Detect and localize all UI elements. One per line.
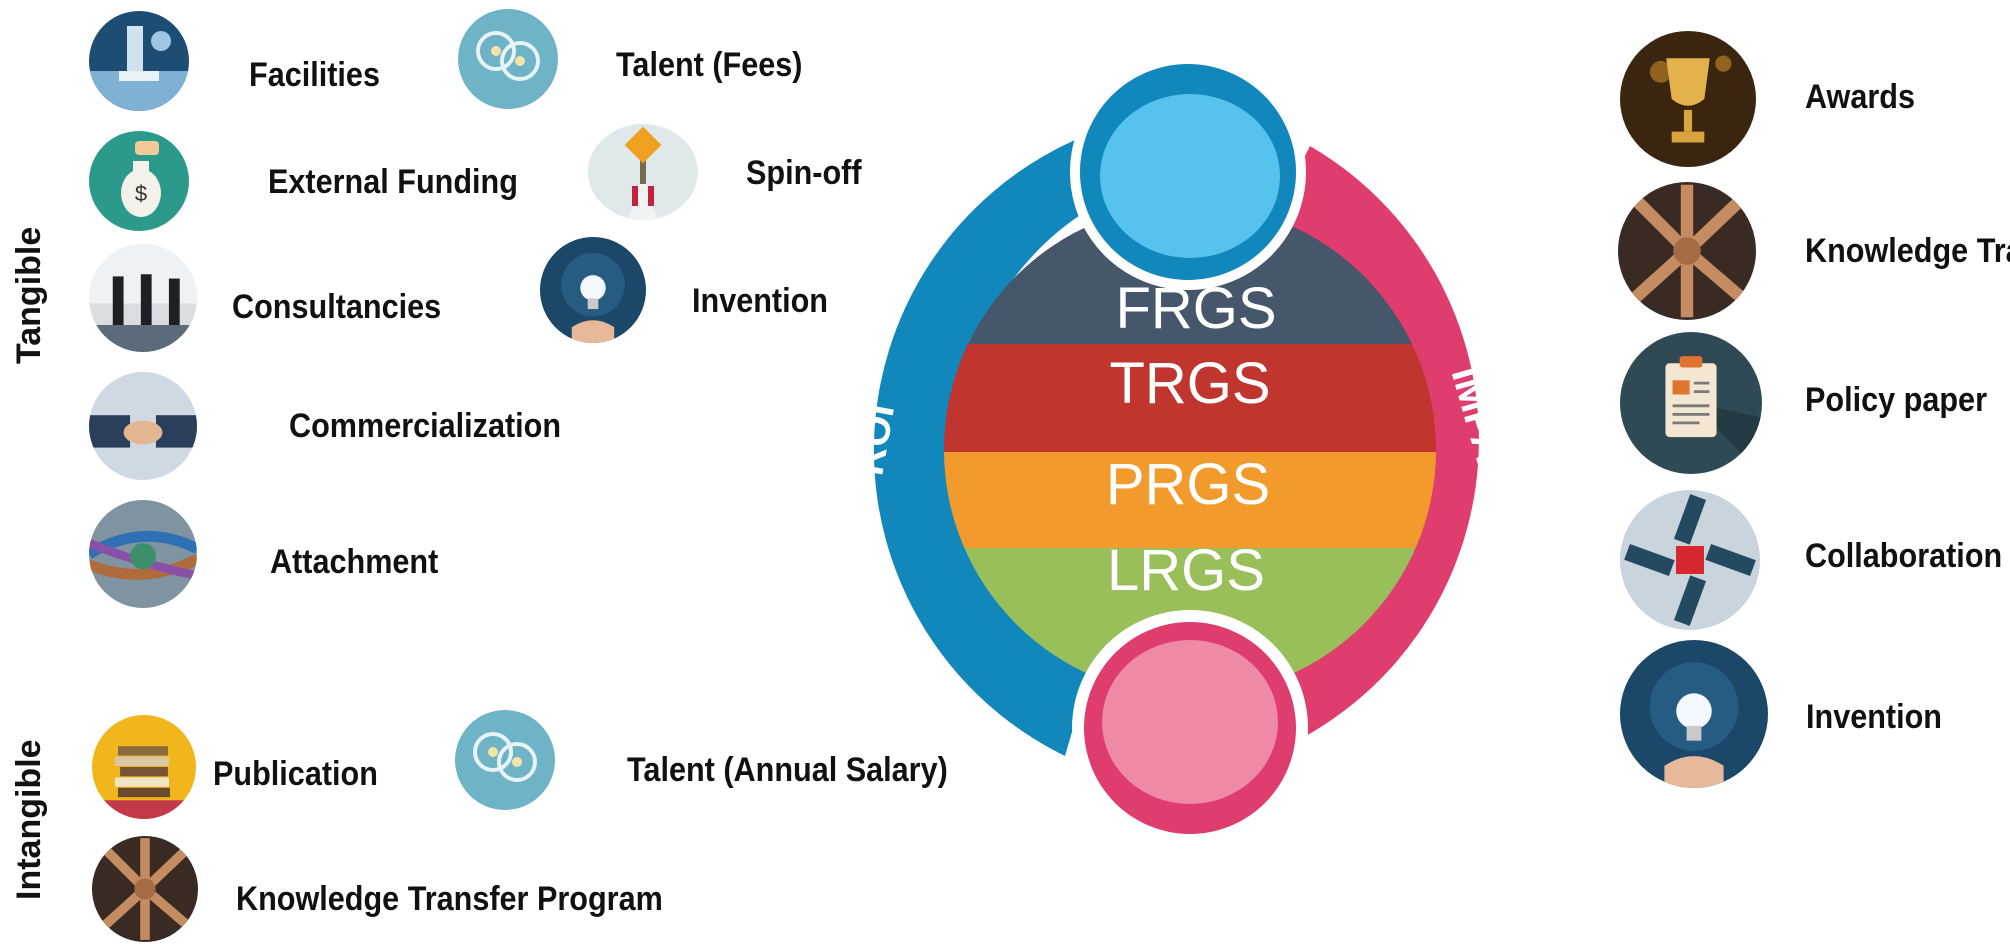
commercialization-label: Commercialization bbox=[289, 407, 562, 445]
collaboration-label: Collaboration bbox=[1805, 537, 2003, 575]
band-label-frgs: FRGS bbox=[1115, 276, 1276, 341]
band-label-prgs: PRGS bbox=[1106, 452, 1270, 517]
facilities-label: Facilities bbox=[249, 56, 380, 94]
two-heads-icon-2 bbox=[455, 710, 555, 810]
roi-arc bbox=[873, 140, 1090, 756]
business-people-icon bbox=[89, 244, 197, 352]
invention-left-label: Invention bbox=[692, 282, 828, 320]
crossroads-sign-icon bbox=[588, 124, 698, 220]
svg-text:$: $ bbox=[135, 181, 147, 206]
awards-label: Awards bbox=[1805, 78, 1915, 116]
stacked-hands-right-icon bbox=[1618, 182, 1756, 320]
bottom-node bbox=[1102, 640, 1278, 804]
two-heads-icon bbox=[458, 9, 558, 109]
attachment-label: Attachment bbox=[270, 543, 439, 581]
consultancies-label: Consultancies bbox=[232, 288, 442, 326]
external-funding-label: External Funding bbox=[268, 163, 518, 201]
money-bag-icon: $ bbox=[89, 131, 189, 231]
lightbulb-hand-icon bbox=[540, 237, 646, 343]
handshake-icon bbox=[89, 372, 197, 480]
band-label-trgs: TRGS bbox=[1109, 351, 1270, 416]
publication-label: Publication bbox=[213, 755, 378, 793]
top-node bbox=[1100, 94, 1280, 258]
ktp-left-label: Knowledge Transfer Program bbox=[236, 880, 663, 918]
band-prgs bbox=[944, 452, 1436, 548]
tangible-label: Tangible bbox=[10, 226, 48, 364]
talent-fees-label: Talent (Fees) bbox=[616, 46, 803, 84]
policy-label: Policy paper bbox=[1805, 381, 1987, 419]
band-trgs bbox=[944, 344, 1436, 454]
lightbulb-hand-right-icon bbox=[1620, 640, 1768, 788]
spin-off-label: Spin-off bbox=[746, 154, 862, 192]
talent-salary-label: Talent (Annual Salary) bbox=[627, 751, 948, 789]
microscope-icon bbox=[89, 11, 189, 111]
intangible-label: Intangible bbox=[10, 739, 48, 900]
puzzle-hands-icon bbox=[1620, 490, 1760, 630]
stacked-hands-icon bbox=[92, 836, 198, 942]
grant-cycle-diagram: FRGS TRGS PRGS LRGS ROI IMPACT bbox=[847, 60, 1526, 846]
impact-arc bbox=[1192, 146, 1479, 770]
books-icon bbox=[92, 715, 196, 819]
trophy-icon bbox=[1620, 31, 1756, 167]
invention-right-label: Invention bbox=[1806, 698, 1942, 736]
band-label-lrgs: LRGS bbox=[1107, 538, 1265, 603]
ktp-right-label: Knowledge Tra bbox=[1805, 232, 2010, 270]
policy-document-icon bbox=[1620, 332, 1762, 474]
knot-ropes-icon bbox=[89, 500, 197, 608]
